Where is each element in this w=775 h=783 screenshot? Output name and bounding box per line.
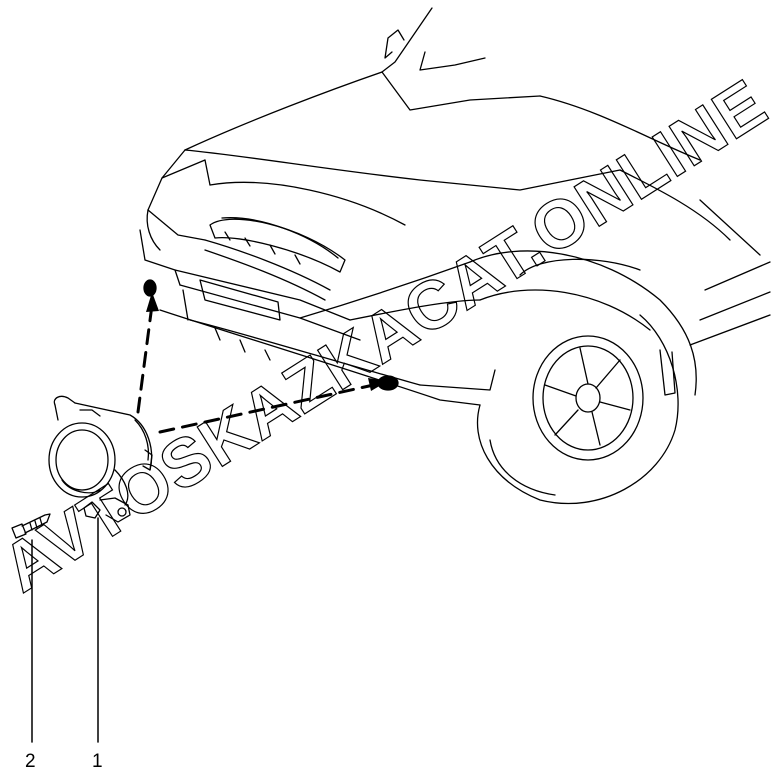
callout-leaders	[31, 517, 99, 743]
assembly-arrowheads	[146, 292, 388, 391]
mounting-screw	[11, 513, 51, 539]
callout-label-1: 1	[92, 751, 103, 772]
assembly-guide-lines	[136, 303, 380, 434]
fog-lamp	[48, 395, 153, 523]
car-front-body	[139, 7, 771, 505]
callout-label-2: 2	[25, 751, 36, 772]
